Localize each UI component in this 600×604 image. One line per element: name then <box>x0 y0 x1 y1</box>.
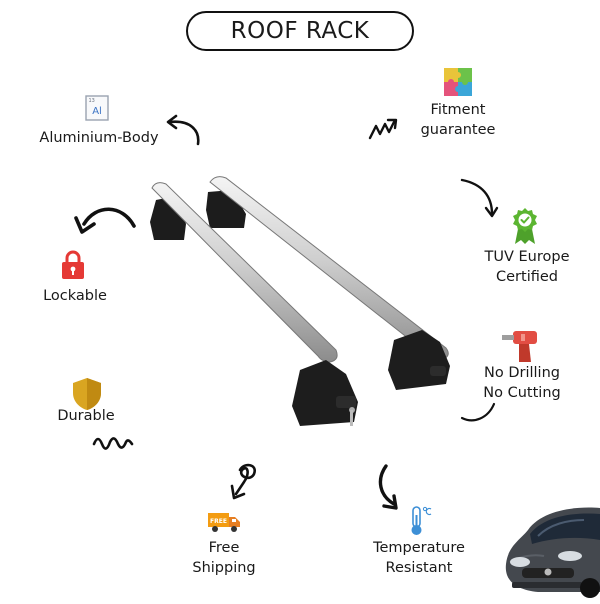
certified-badge-icon <box>511 207 539 245</box>
fitment-line2: guarantee <box>420 122 496 138</box>
arrow-temperature <box>374 462 408 512</box>
thermometer-icon <box>407 505 433 537</box>
tuv-line1: TUV Europe <box>484 249 570 265</box>
lockable-label: Lockable <box>43 288 107 304</box>
durable-label: Durable <box>57 408 115 424</box>
shipping-line2: Shipping <box>192 560 256 576</box>
temperature-line2: Resistant <box>385 560 453 576</box>
arrow-shipping <box>228 460 268 502</box>
drilling-line1: No Drilling <box>484 365 560 381</box>
roof-rack-image <box>140 170 460 440</box>
fitment-line1: Fitment <box>430 102 486 118</box>
shield-icon <box>71 377 103 411</box>
delivery-truck-icon: FREE <box>207 510 241 534</box>
title-text: ROOF RACK <box>230 18 370 44</box>
aluminium-label: Aluminium-Body <box>39 130 159 146</box>
aluminium-element-icon: 13 Al <box>85 95 109 121</box>
tuv-line2: Certified <box>496 269 558 285</box>
arrow-lockable <box>68 202 138 242</box>
page-title: ROOF RACK <box>186 11 414 51</box>
element-symbol: Al <box>92 106 102 117</box>
arrow-tuv <box>458 176 499 220</box>
squiggle-fitment <box>368 116 402 142</box>
padlock-icon <box>61 250 85 280</box>
shipping-line1: Free <box>208 540 240 556</box>
arrow-drilling <box>460 396 500 426</box>
arrow-aluminium <box>160 108 210 148</box>
element-number: 13 <box>89 98 95 104</box>
puzzle-icon <box>443 67 473 97</box>
car-image <box>498 500 600 600</box>
drill-icon <box>501 328 541 364</box>
free-badge-text: FREE <box>210 518 227 525</box>
temperature-line1: Temperature <box>373 540 465 556</box>
squiggle-durable <box>92 432 134 454</box>
drilling-line2: No Cutting <box>483 385 561 401</box>
